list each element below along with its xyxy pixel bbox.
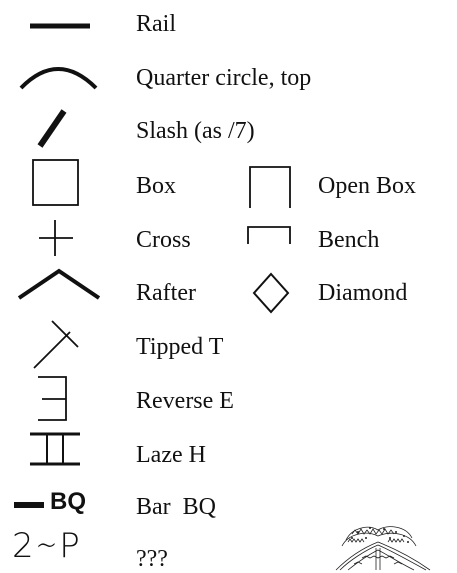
bar-bq-label: Bar BQ (136, 494, 216, 520)
reverse-e-label: Reverse E (136, 388, 234, 414)
unknown-brand-symbol-text: 2∼P (12, 526, 82, 566)
reverse-e-icon (38, 376, 67, 421)
cross-label: Cross (136, 227, 191, 253)
tipped-t-icon (33, 320, 79, 369)
bar-bq-symbol-text: BQ (50, 488, 86, 515)
box-icon (32, 159, 79, 206)
bench-icon (247, 226, 291, 244)
diamond-label: Diamond (318, 280, 408, 306)
cross-icon (39, 220, 73, 256)
rail-label: Rail (136, 11, 176, 37)
slash-icon (37, 109, 67, 148)
tree-engraving-icon (335, 526, 431, 571)
bench-label: Bench (318, 227, 380, 253)
quarter-circle-top-label: Quarter circle, top (136, 65, 312, 91)
quarter-circle-top-icon (19, 67, 98, 90)
rafter-label: Rafter (136, 280, 196, 306)
open-box-icon (249, 166, 291, 208)
open-box-label: Open Box (318, 173, 416, 199)
box-label: Box (136, 173, 177, 199)
rafter-icon (17, 268, 101, 300)
laze-h-label: Laze H (136, 442, 206, 468)
laze-h-icon (30, 432, 80, 466)
rail-icon (30, 23, 90, 29)
unknown-brand-icon: 2∼P (12, 526, 132, 566)
unknown-label: ??? (136, 546, 168, 572)
diamond-icon (252, 272, 290, 314)
slash-label: Slash (as /7) (136, 118, 255, 144)
tipped-t-label: Tipped T (136, 334, 224, 360)
bar-bq-icon: BQ (10, 486, 130, 520)
